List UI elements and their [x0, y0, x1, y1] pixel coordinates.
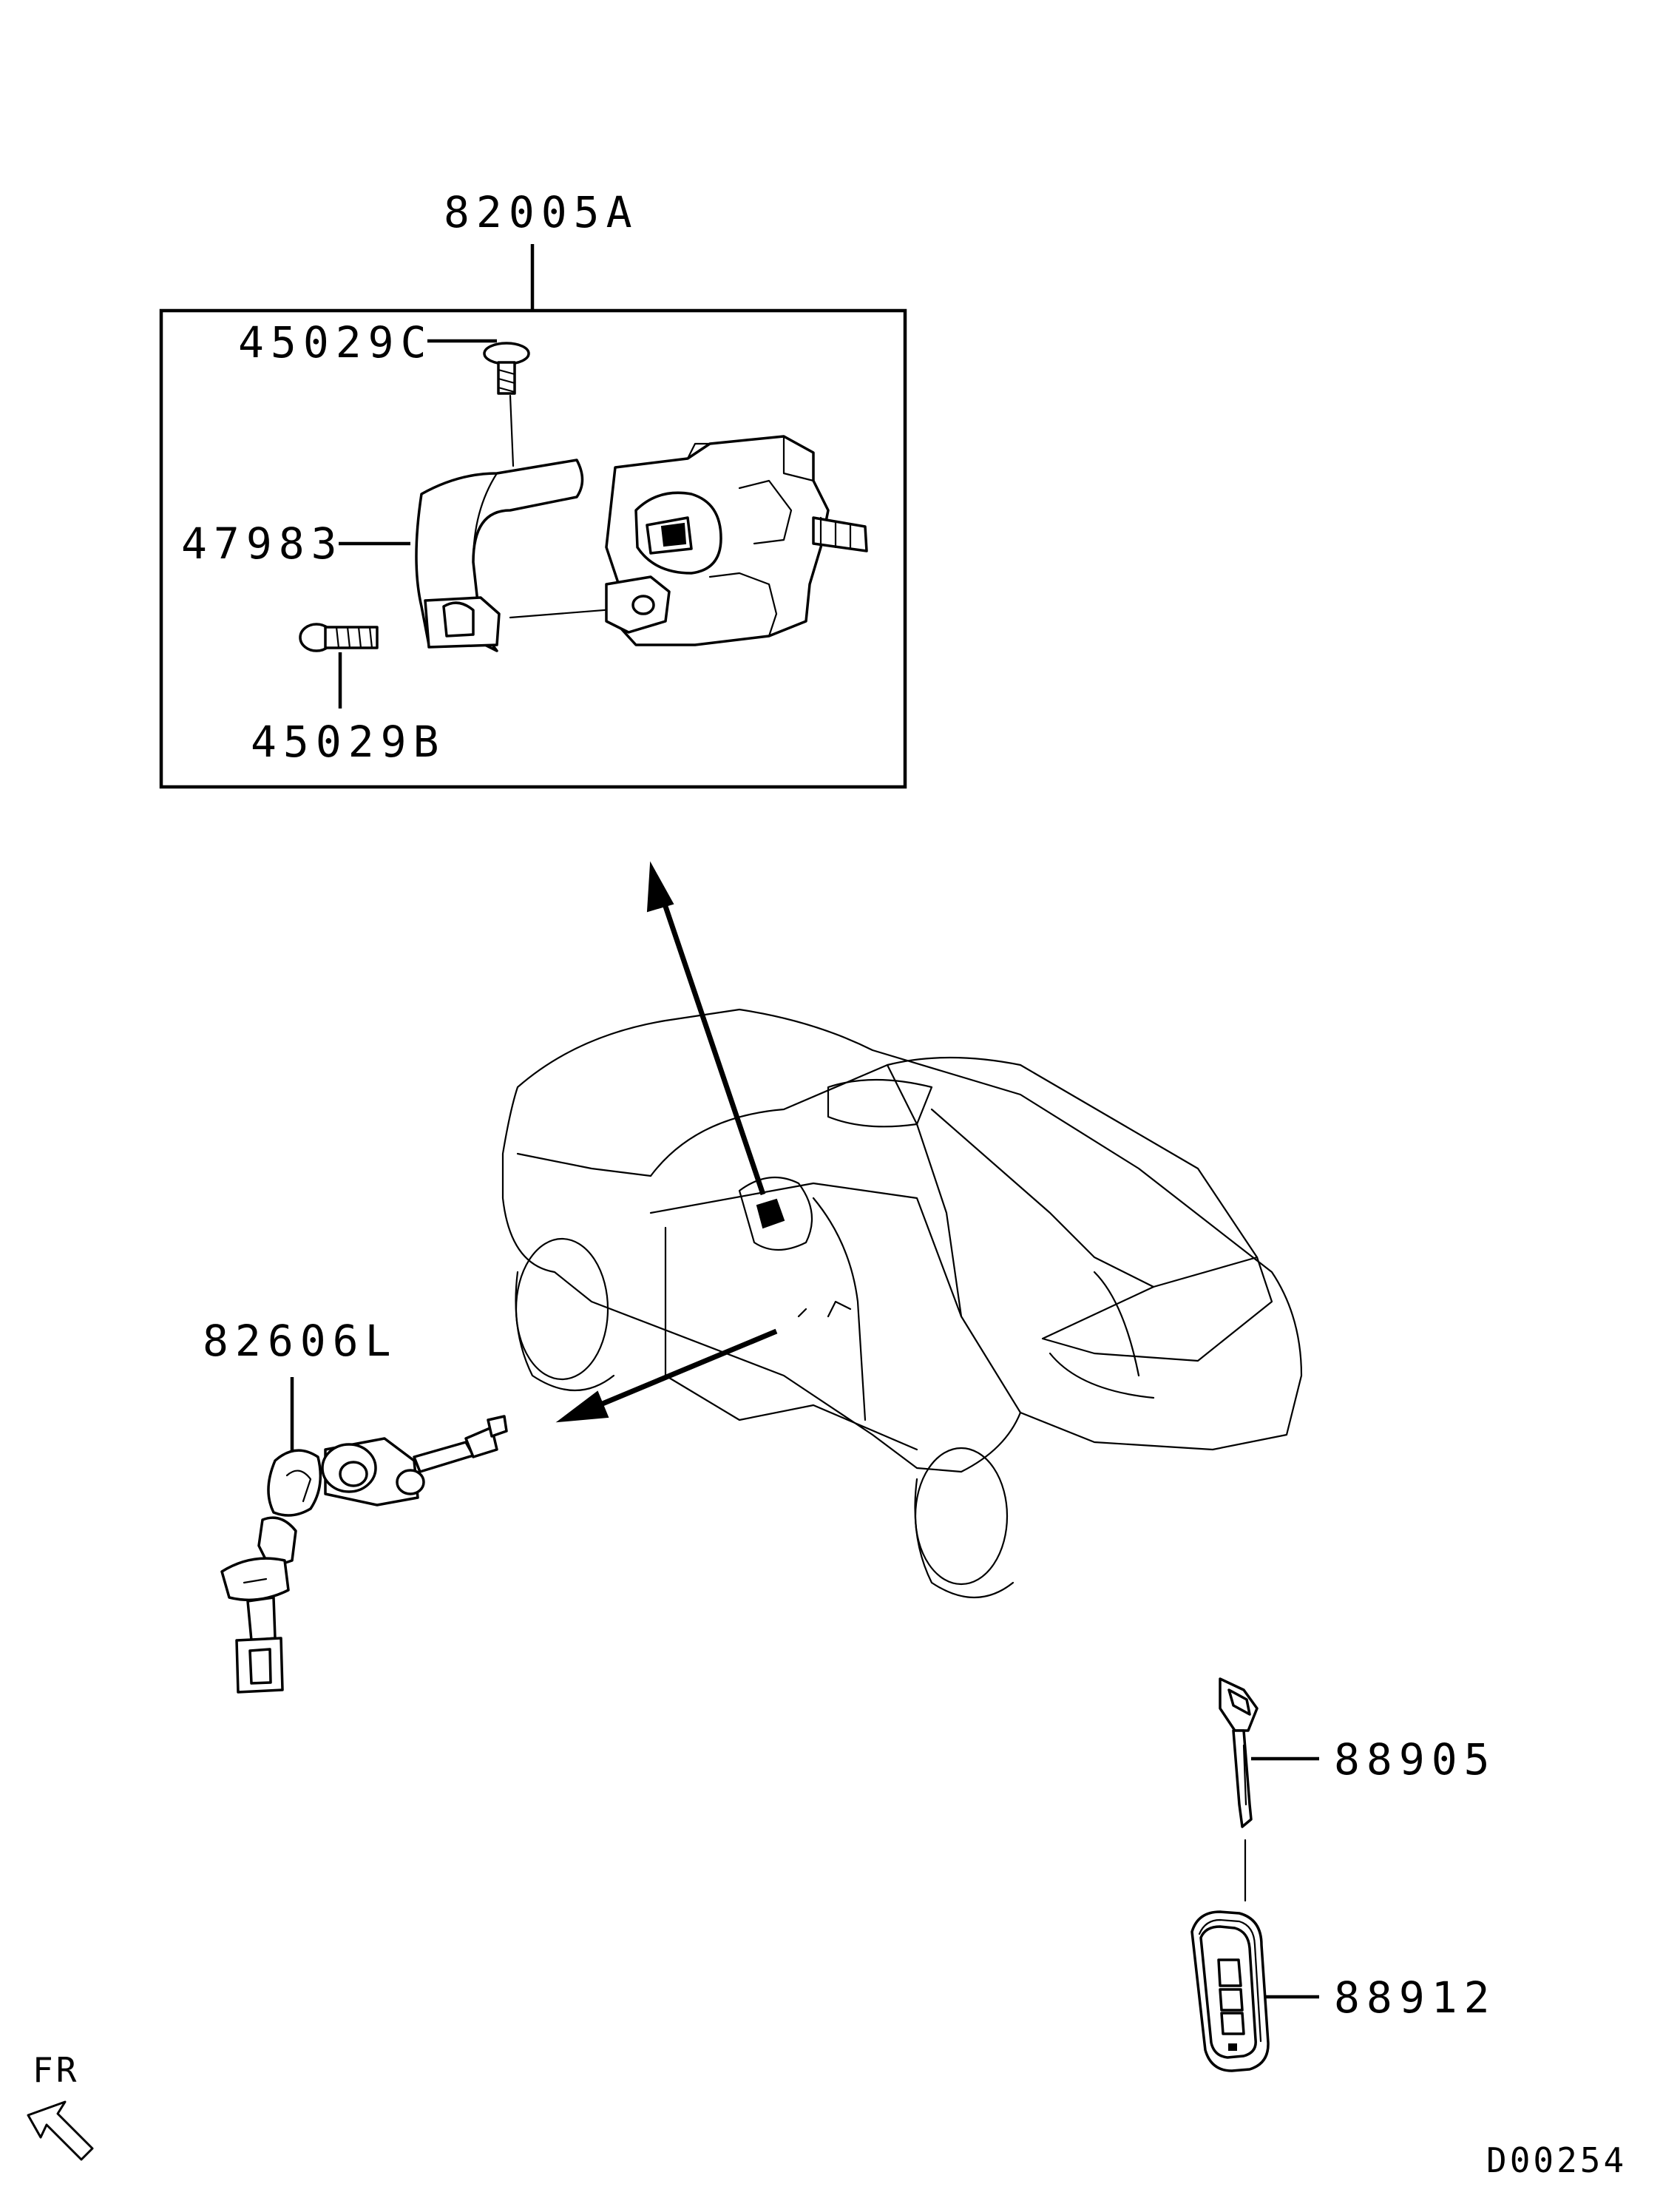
cover-47983-drawing [339, 459, 652, 652]
arrow-to-door-lock [555, 1328, 778, 1423]
label-88912: 88912 [1334, 1972, 1497, 2023]
emergency-key-88905-drawing [1219, 1677, 1319, 1902]
smart-key-88912-drawing [1190, 1910, 1319, 2072]
label-45029c: 45029C [238, 317, 433, 368]
screw-45029b-drawing [299, 623, 379, 709]
diagram-code: D00254 [1486, 2140, 1628, 2180]
screw-45029c-drawing [427, 339, 530, 467]
door-lock-82606l-drawing [220, 1377, 508, 1694]
label-fr: FR [33, 2050, 80, 2090]
label-82606l: 82606L [203, 1316, 398, 1366]
front-direction-arrow-icon [27, 2100, 94, 2161]
ignition-switch-body-drawing [605, 435, 868, 646]
label-82005a: 82005A [444, 187, 639, 237]
label-45029b: 45029B [251, 717, 446, 767]
label-47983: 47983 [181, 518, 344, 569]
label-88905: 88905 [1334, 1734, 1497, 1785]
arrow-to-assembly [646, 861, 766, 1196]
vehicle-outline [501, 1008, 1303, 1599]
assembly-callout [159, 244, 907, 789]
